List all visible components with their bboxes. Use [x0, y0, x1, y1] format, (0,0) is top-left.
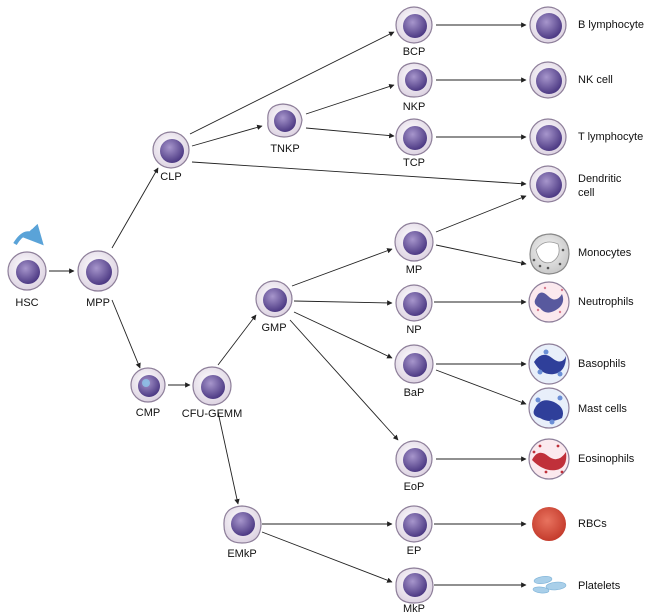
label-bcp: BCP — [403, 46, 426, 58]
arrow-gmp-mp — [291, 248, 393, 287]
arrows — [49, 22, 527, 588]
cell-bcp — [395, 6, 433, 44]
cell-bap — [394, 344, 434, 384]
label-dendritic-line1: Dendritic — [578, 173, 622, 185]
arrow-mpp-cmp — [111, 299, 141, 369]
arrow-cfu-emkp — [217, 411, 240, 505]
node-labels: HSC MPP CLP CMP CFU-GEMM TNKP BCP NKP TC… — [15, 46, 425, 614]
cell-emkp — [223, 505, 262, 544]
cell-gmp — [255, 280, 293, 318]
label-t-lymphocyte: T lymphocyte — [578, 131, 643, 143]
self-renewal-arrow-icon — [13, 223, 44, 246]
arrow-clp-tnkp — [191, 124, 263, 147]
arrow-gmp-bap — [293, 311, 393, 359]
label-hsc: HSC — [15, 297, 38, 309]
label-neutrophils: Neutrophils — [578, 296, 634, 308]
label-bap: BaP — [404, 387, 425, 399]
arrow-gmp-np — [293, 300, 393, 306]
cell-mp — [394, 222, 434, 262]
label-nkp: NKP — [403, 101, 426, 113]
cell-t-lymphocyte — [529, 118, 567, 156]
label-mpp: MPP — [86, 297, 110, 309]
cell-platelets — [532, 576, 567, 594]
cell-mkp — [395, 567, 434, 604]
label-tcp: TCP — [403, 157, 425, 169]
cell-np — [395, 284, 433, 322]
cell-nk — [529, 61, 567, 99]
cell-ep — [395, 505, 433, 543]
label-clp: CLP — [160, 171, 181, 183]
label-mp: MP — [406, 264, 423, 276]
arrow-cfu-gmp — [217, 314, 257, 366]
cell-mast — [528, 387, 570, 429]
label-nk-cell: NK cell — [578, 74, 613, 86]
label-b-lymphocyte: B lymphocyte — [578, 19, 644, 31]
label-mast-cells: Mast cells — [578, 403, 627, 415]
label-np: NP — [406, 324, 421, 336]
label-platelets: Platelets — [578, 580, 621, 592]
cell-b-lymphocyte — [529, 6, 567, 44]
arrow-clp-bcp — [189, 31, 395, 135]
cell-eop — [395, 440, 433, 478]
cell-cmp — [130, 367, 166, 403]
cell-nkp — [397, 62, 433, 98]
arrow-gmp-eop — [289, 319, 399, 441]
cell-cfu-gemm — [192, 366, 232, 406]
cell-tnkp — [267, 103, 303, 138]
label-dendritic-line2: cell — [578, 187, 595, 199]
cell-tcp — [395, 118, 433, 156]
label-ep: EP — [407, 545, 422, 557]
cell-mpp — [77, 250, 119, 292]
label-gmp: GMP — [261, 322, 286, 334]
cell-hsc — [7, 251, 47, 291]
cell-eosinophil — [528, 438, 570, 480]
arrow-emkp-mkp — [261, 531, 393, 583]
cell-basophil — [528, 343, 570, 385]
label-eop: EoP — [404, 481, 425, 493]
cell-rbc — [532, 507, 566, 541]
label-cfu-gemm: CFU-GEMM — [182, 408, 243, 420]
arrow-mp-mono — [435, 244, 527, 266]
label-basophils: Basophils — [578, 358, 626, 370]
cell-clp — [152, 131, 190, 169]
label-rbcs: RBCs — [578, 518, 607, 530]
arrow-tnkp-tcp — [305, 127, 395, 139]
cell-neutrophil — [528, 281, 570, 323]
arrow-tnkp-nkp — [305, 83, 395, 115]
label-eosinophils: Eosinophils — [578, 453, 635, 465]
output-labels: B lymphocyte NK cell T lymphocyte Dendri… — [578, 19, 644, 592]
arrow-mp-dendritic — [435, 195, 527, 233]
label-monocytes: Monocytes — [578, 247, 632, 259]
arrow-mpp-clp — [111, 167, 159, 249]
cell-dendritic — [529, 165, 567, 203]
label-cmp: CMP — [136, 407, 160, 419]
arrow-bap-mast — [435, 369, 527, 405]
cell-monocyte — [529, 233, 570, 275]
label-tnkp: TNKP — [270, 143, 299, 155]
label-emkp: EMkP — [227, 548, 256, 560]
arrow-clp-dendritic — [191, 161, 527, 187]
label-mkp: MkP — [403, 603, 425, 614]
